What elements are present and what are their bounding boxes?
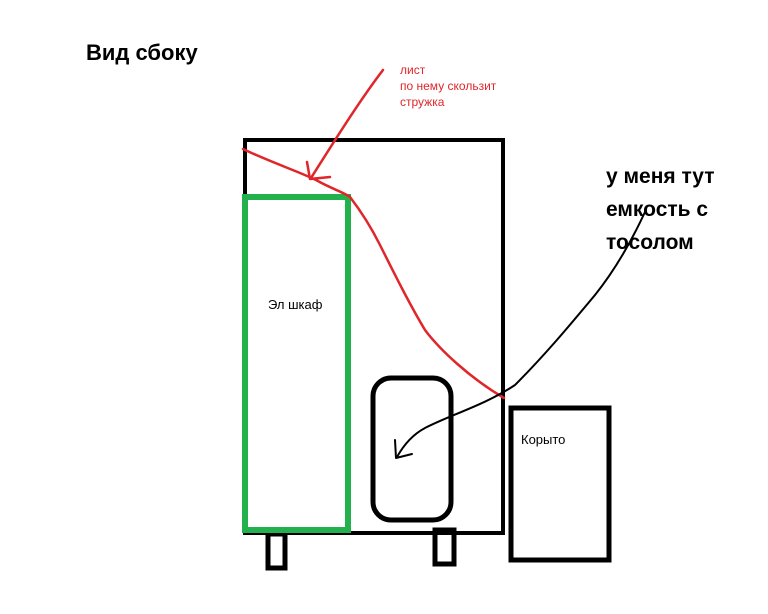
sheet-note-arrowhead bbox=[305, 160, 332, 181]
sheet-note-line: по нему скользит bbox=[400, 79, 497, 93]
cabinet-label: Эл шкаф bbox=[268, 297, 323, 312]
page-title: Вид сбоку bbox=[86, 40, 198, 65]
trough-label: Корыто bbox=[521, 432, 566, 447]
sheet-note-line: стружка bbox=[400, 95, 445, 109]
machine-foot-right bbox=[432, 527, 457, 567]
sheet-note-arrow bbox=[309, 68, 385, 180]
coolant-note-line: у меня тут bbox=[606, 165, 715, 188]
coolant-note-arrow bbox=[396, 211, 646, 458]
chip-slide-sheet bbox=[241, 147, 506, 400]
chip-trough bbox=[508, 405, 612, 563]
coolant-tank bbox=[370, 375, 454, 523]
sheet-note-line: лист bbox=[400, 63, 426, 77]
coolant-note-arrowhead bbox=[394, 439, 413, 459]
coolant-note: у меня тут емкость с тосолом bbox=[606, 160, 715, 259]
coolant-note-line: тосолом bbox=[606, 231, 694, 254]
sheet-note: лист по нему скользит стружка bbox=[400, 62, 496, 110]
coolant-note-line: емкость с bbox=[606, 198, 709, 221]
machine-foot-left bbox=[265, 531, 288, 571]
electrical-cabinet bbox=[242, 194, 351, 533]
